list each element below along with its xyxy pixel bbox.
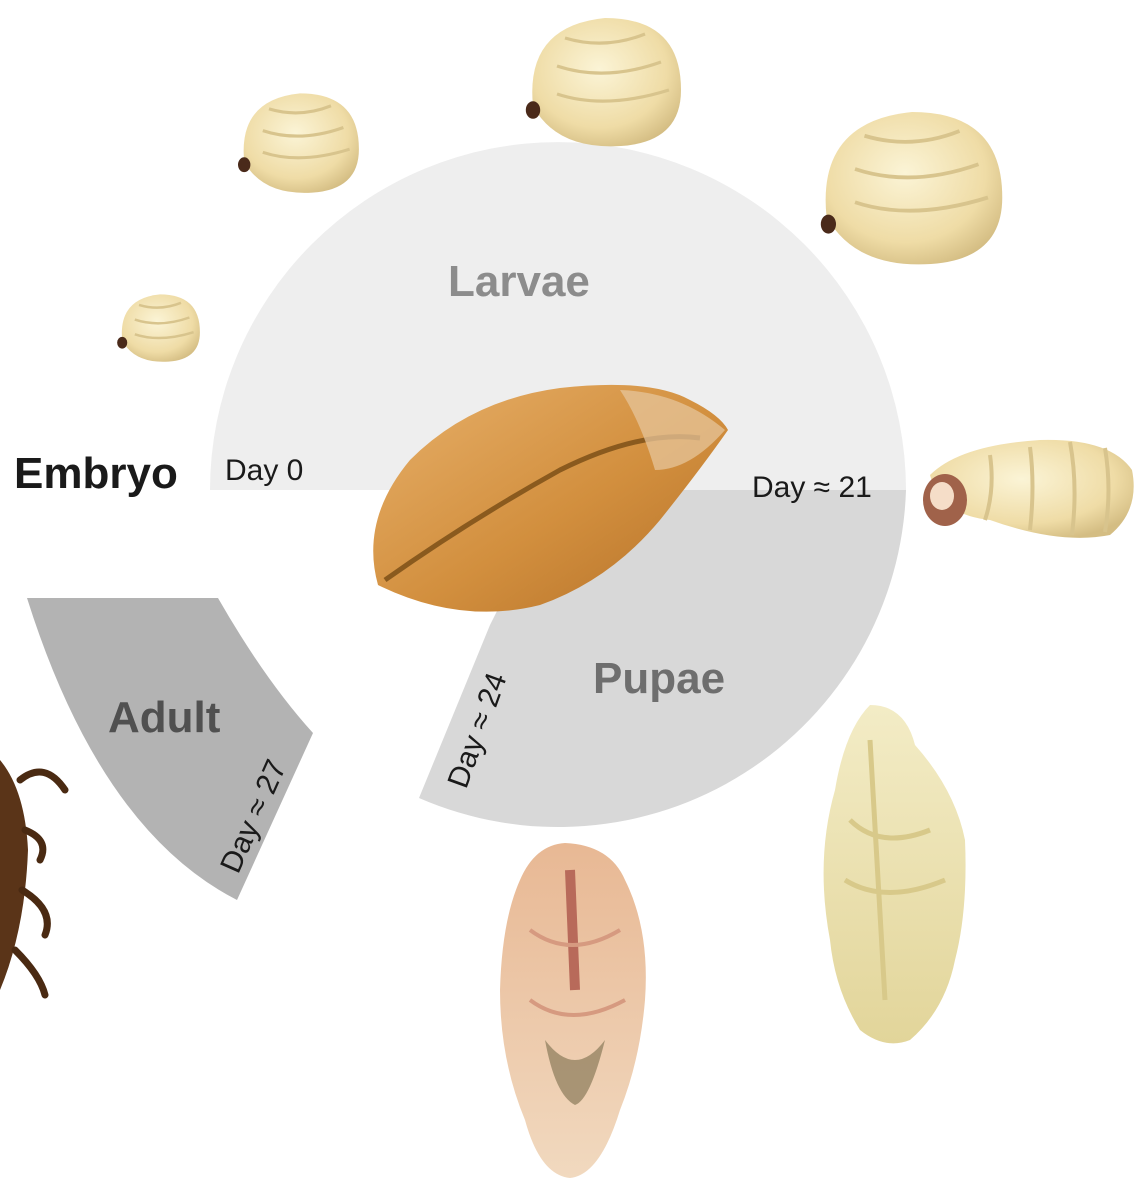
- larva-image-5: [923, 440, 1134, 538]
- pupa-image-pale: [824, 705, 966, 1043]
- larva-image-3: [526, 18, 681, 146]
- larva-image-2: [238, 93, 359, 192]
- day-label-embryo: Day 0: [225, 454, 303, 487]
- stage-name-adult: Adult: [108, 693, 221, 742]
- pupa-image-brown: [500, 843, 646, 1178]
- stage-name-pupae: Pupae: [593, 654, 725, 703]
- day-label-larvae: Day ≈ 21: [752, 471, 872, 504]
- stage-name-larvae: Larvae: [448, 257, 590, 306]
- larva-image-4: [821, 112, 1002, 264]
- adult-ring-segment: [27, 598, 313, 900]
- adult-weevil-image: [0, 760, 65, 995]
- sector-adult: [27, 598, 313, 900]
- stage-name-embryo: Embryo: [14, 449, 178, 498]
- larva-image-1: [117, 294, 200, 361]
